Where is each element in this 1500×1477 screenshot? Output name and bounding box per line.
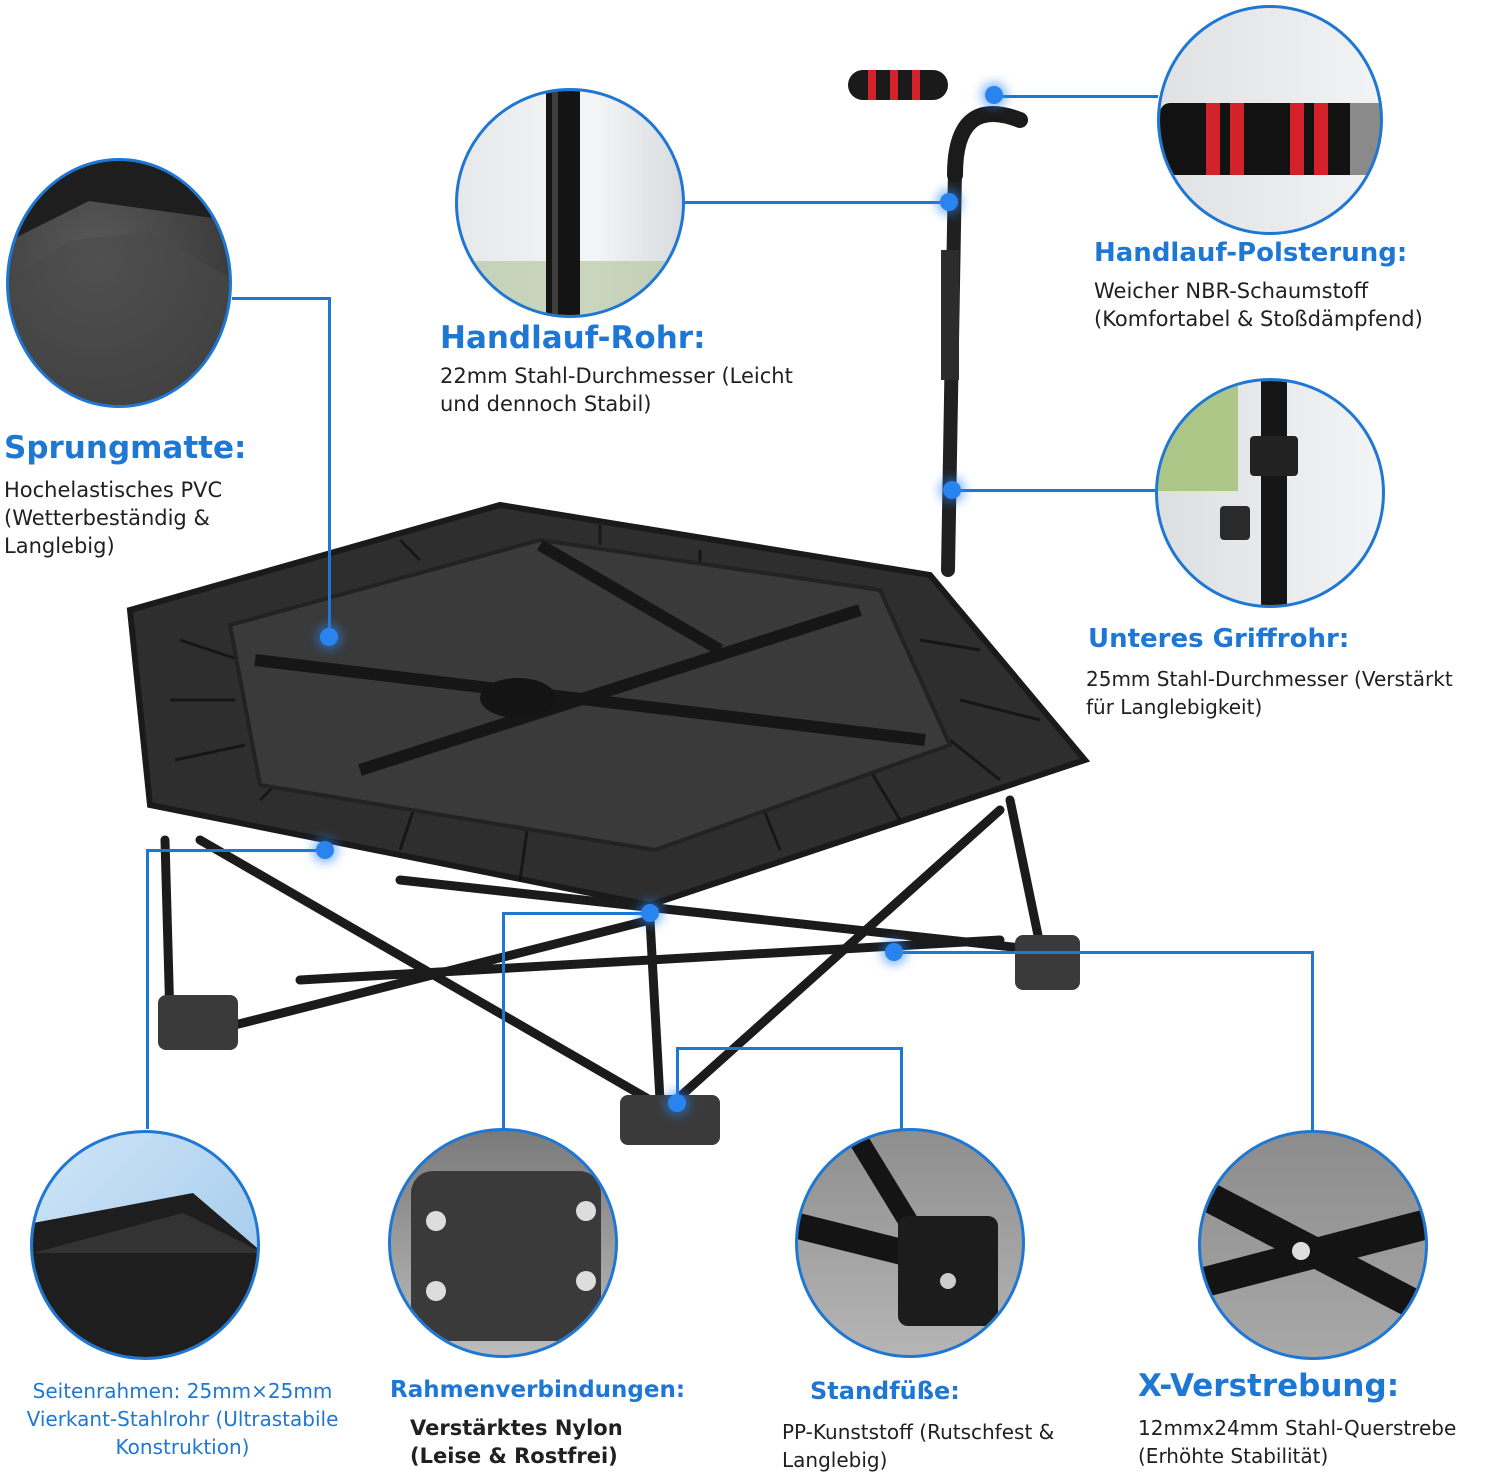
padding-desc: Weicher NBR-Schaumstoff (Komfortabel & S… [1094, 277, 1423, 333]
marker-feet [668, 1094, 686, 1112]
x-brace-title: X-Verstrebung: [1138, 1368, 1400, 1404]
feet-desc-line: PP-Kunststoff (Rutschfest & [782, 1420, 1055, 1444]
detail-circle-rail-tube [455, 88, 685, 318]
x-brace-desc-line: (Erhöhte Stabilität) [1138, 1444, 1329, 1468]
padding-desc-line: (Komfortabel & Stoßdämpfend) [1094, 307, 1423, 331]
tube-icon [458, 91, 682, 315]
square-tube-icon [33, 1193, 257, 1357]
rail-tube-desc: 22mm Stahl-Durchmesser (Leicht und denno… [440, 362, 793, 418]
marker-lower-tube [943, 481, 961, 499]
connector-side-frame-h [146, 849, 326, 852]
feet-title: Standfüße: [810, 1377, 960, 1405]
joints-title: Rahmenverbindungen: [390, 1377, 686, 1403]
marker-x-brace [885, 943, 903, 961]
connector-feet-h [676, 1047, 902, 1050]
side-frame-desc-line: Konstruktion) [115, 1435, 250, 1459]
rail-tube-desc-line: 22mm Stahl-Durchmesser (Leicht [440, 364, 793, 388]
foot-icon [798, 1131, 998, 1326]
trampoline-feet [158, 935, 1080, 1145]
lower-tube-desc-line: für Langlebigkeit) [1086, 695, 1263, 719]
connector-rail-tube [685, 201, 949, 204]
foam-grip-icon [1160, 103, 1380, 175]
x-brace-desc-line: 12mmx24mm Stahl-Querstrebe [1138, 1416, 1457, 1440]
connector-mat-v [328, 297, 331, 637]
marker-side-frame [316, 841, 334, 859]
side-frame-desc-line: Seitenrahmen: 25mm×25mm [32, 1379, 333, 1403]
mat-desc-line: Langlebig) [4, 534, 115, 558]
rail-tube-desc-line: und dennoch Stabil) [440, 392, 652, 416]
rail-tube-title: Handlauf-Rohr: [440, 320, 706, 356]
mat-texture-icon [9, 161, 229, 405]
mat-desc: Hochelastisches PVC (Wetterbeständig & L… [4, 476, 222, 560]
connector-x-brace-h [894, 951, 1314, 954]
marker-mat [320, 628, 338, 646]
mat-cross-straps [254, 539, 926, 776]
detail-circle-lower-tube [1155, 378, 1385, 608]
connector-mat [232, 297, 330, 300]
elastic-bands [170, 525, 1041, 881]
connector-lower-tube [955, 489, 1155, 492]
handlebar [848, 70, 1028, 577]
detail-circle-joints [388, 1128, 618, 1358]
detail-circle-feet [795, 1128, 1025, 1358]
x-brace-icon [1201, 1179, 1425, 1327]
detail-circle-mat [6, 158, 232, 408]
connector-x-brace-v [1311, 951, 1314, 1131]
feet-desc-line: Langlebig) [782, 1448, 888, 1472]
joints-desc-line: (Leise & Rostfrei) [410, 1444, 618, 1468]
connector-joints-v [502, 912, 505, 1130]
feet-desc: PP-Kunststoff (Rutschfest & Langlebig) [782, 1418, 1054, 1474]
connector-feet-v1 [676, 1047, 679, 1103]
connector-joints-h [502, 912, 650, 915]
lower-tube-title: Unteres Griffrohr: [1088, 624, 1350, 654]
lower-tube-icon [1158, 381, 1298, 605]
lower-tube-desc: 25mm Stahl-Durchmesser (Verstärkt für La… [1086, 665, 1453, 721]
connector-side-frame-v [146, 849, 149, 1129]
lower-tube-desc-line: 25mm Stahl-Durchmesser (Verstärkt [1086, 667, 1453, 691]
padding-desc-line: Weicher NBR-Schaumstoff [1094, 279, 1369, 303]
mat-desc-line: Hochelastisches PVC [4, 478, 223, 502]
padding-title: Handlauf-Polsterung: [1094, 238, 1408, 268]
mat-desc-line: (Wetterbeständig & [4, 506, 210, 530]
detail-circle-padding [1157, 5, 1383, 235]
marker-rail-tube [940, 193, 958, 211]
side-frame-desc: Seitenrahmen: 25mm×25mm Vierkant-Stahlro… [0, 1377, 365, 1461]
connector-feet-v2 [900, 1047, 903, 1129]
corner-joint-icon [411, 1171, 601, 1341]
mat-title: Sprungmatte: [4, 430, 247, 466]
marker-padding [985, 86, 1003, 104]
mat-center-cap [480, 678, 556, 718]
joints-desc: Verstärktes Nylon (Leise & Rostfrei) [410, 1414, 623, 1470]
joints-desc-line: Verstärktes Nylon [410, 1416, 623, 1440]
detail-circle-side-frame [30, 1130, 260, 1360]
marker-joints [641, 904, 659, 922]
connector-padding [998, 95, 1158, 98]
trampoline-legs [160, 795, 1045, 1115]
detail-circle-x-brace [1198, 1130, 1428, 1360]
x-brace-desc: 12mmx24mm Stahl-Querstrebe (Erhöhte Stab… [1138, 1414, 1456, 1470]
side-frame-desc-line: Vierkant-Stahlrohr (Ultrastabile [26, 1407, 339, 1431]
